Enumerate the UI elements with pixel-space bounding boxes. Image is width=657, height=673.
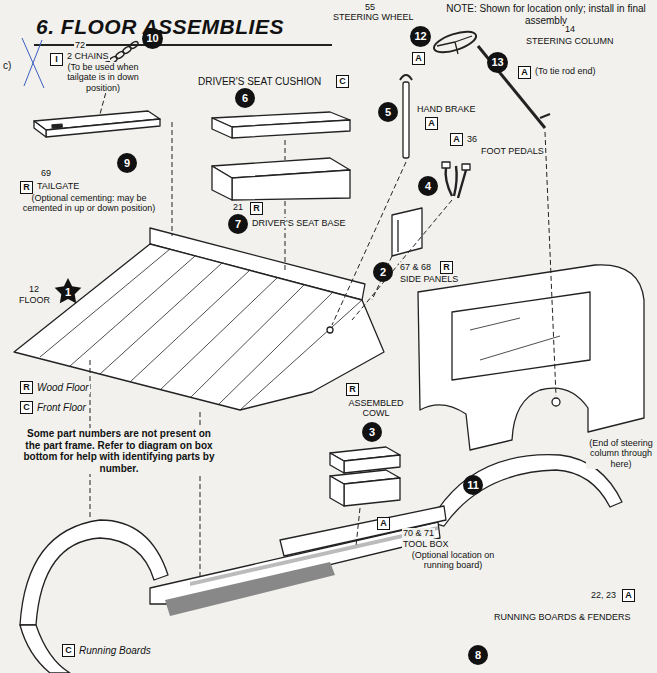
part-letter-box: A	[450, 133, 463, 146]
part-label: (To tie rod end)	[534, 66, 597, 76]
part-label: 36	[466, 134, 478, 144]
part-label: 72	[74, 40, 86, 50]
part-label: (To be used when tailgate is in down pos…	[60, 62, 146, 93]
part-letter-box: A	[425, 117, 438, 130]
callout-number: 11	[463, 475, 483, 495]
callout-text: 4	[425, 181, 431, 192]
part-letter-box: R	[20, 181, 33, 194]
part-label: 22, 23	[590, 590, 617, 600]
callout-text: 1	[65, 287, 71, 298]
callout-number: 13	[487, 52, 508, 73]
part-letter: R	[443, 263, 450, 272]
part-label: 14	[564, 24, 576, 34]
callout-text: 12	[414, 31, 426, 42]
callout-number: 7	[228, 214, 248, 234]
part-label: TOOL BOX	[402, 539, 450, 549]
part-letter-box: A	[377, 517, 390, 530]
part-letter: A	[428, 119, 435, 128]
callout-text: 7	[235, 219, 241, 230]
step-star: 1	[54, 278, 82, 306]
part-label: FLOOR	[18, 295, 51, 305]
callout-number: 12	[410, 26, 431, 47]
part-letter: R	[23, 383, 30, 392]
callout-number: 3	[362, 422, 382, 442]
callout-text: 9	[124, 158, 130, 169]
part-label: Wood Floor	[36, 382, 90, 394]
part-letter: R	[349, 385, 356, 394]
part-letter-box: A	[518, 66, 531, 79]
part-letter-box: R	[250, 202, 263, 215]
part-letter-box: C	[336, 75, 349, 88]
part-letter: C	[339, 77, 346, 86]
part-letter: R	[253, 204, 260, 213]
callout-text: 6	[242, 93, 248, 104]
part-label: Some part numbers are not present on the…	[18, 428, 220, 474]
part-label: 2 CHAINS	[66, 51, 110, 61]
part-letter-box: R	[440, 261, 453, 274]
part-letter-box: A	[412, 52, 425, 65]
part-letter: A	[625, 591, 632, 600]
part-label: STEERING COLUMN	[525, 36, 615, 46]
callout-text: 10	[146, 33, 158, 44]
callout-number: 5	[378, 102, 398, 122]
part-letter: A	[453, 135, 460, 144]
part-label: 55	[364, 2, 376, 12]
part-letter: I	[55, 55, 58, 64]
part-letter-box: A	[622, 589, 635, 602]
part-letter-box: I	[50, 53, 63, 66]
part-letter: A	[521, 68, 528, 77]
callout-number: 9	[117, 153, 137, 173]
part-label: ASSEMBLED COWL	[344, 398, 408, 419]
callout-text: 5	[385, 107, 391, 118]
callout-number: 6	[235, 88, 255, 108]
part-letter-box: R	[20, 381, 33, 394]
part-letter-box: R	[346, 383, 359, 396]
part-label: SIDE PANELS	[399, 274, 459, 284]
part-label: TAILGATE	[36, 181, 80, 191]
part-label: 70 & 71	[402, 528, 435, 538]
part-label: RUNNING BOARDS & FENDERS	[493, 612, 632, 622]
part-label: Front Floor	[36, 402, 87, 414]
part-label: (Optional cementing: may be cemented in …	[18, 193, 160, 214]
callout-number: 8	[468, 645, 488, 665]
callout-text: 8	[475, 650, 481, 661]
part-label: 12	[28, 284, 40, 294]
part-letter: R	[23, 183, 30, 192]
part-label: STEERING WHEEL	[332, 12, 415, 22]
part-label: c)	[2, 60, 12, 72]
part-label: DRIVER'S SEAT BASE	[251, 218, 346, 228]
part-letter-box: C	[20, 401, 33, 414]
part-label: NOTE: Shown for location only; install i…	[440, 3, 652, 26]
part-letter: A	[380, 519, 387, 528]
part-letter: A	[415, 54, 422, 63]
star-outline	[55, 278, 82, 303]
part-label: DRIVER'S SEAT CUSHION	[197, 76, 322, 88]
part-label: (End of steering column through here)	[586, 438, 656, 469]
part-label: HAND BRAKE	[416, 104, 477, 114]
part-letter: C	[23, 403, 30, 412]
callout-text: 13	[491, 57, 503, 68]
part-letter-box: C	[62, 644, 75, 657]
part-label: (Optional location on running board)	[402, 550, 504, 571]
part-label: 21	[232, 202, 244, 212]
callout-number: 2	[373, 262, 393, 282]
part-letter: C	[65, 646, 72, 655]
callout-number: 4	[418, 176, 438, 196]
part-label: FOOT PEDALS	[480, 146, 545, 156]
callout-text: 3	[369, 427, 375, 438]
callout-number: 10	[142, 28, 163, 49]
part-label: 69	[40, 168, 52, 178]
callout-text: 2	[380, 267, 386, 278]
callout-text: 11	[467, 480, 479, 491]
part-label: Running Boards	[78, 645, 152, 657]
part-label: 67 & 68	[399, 262, 432, 272]
